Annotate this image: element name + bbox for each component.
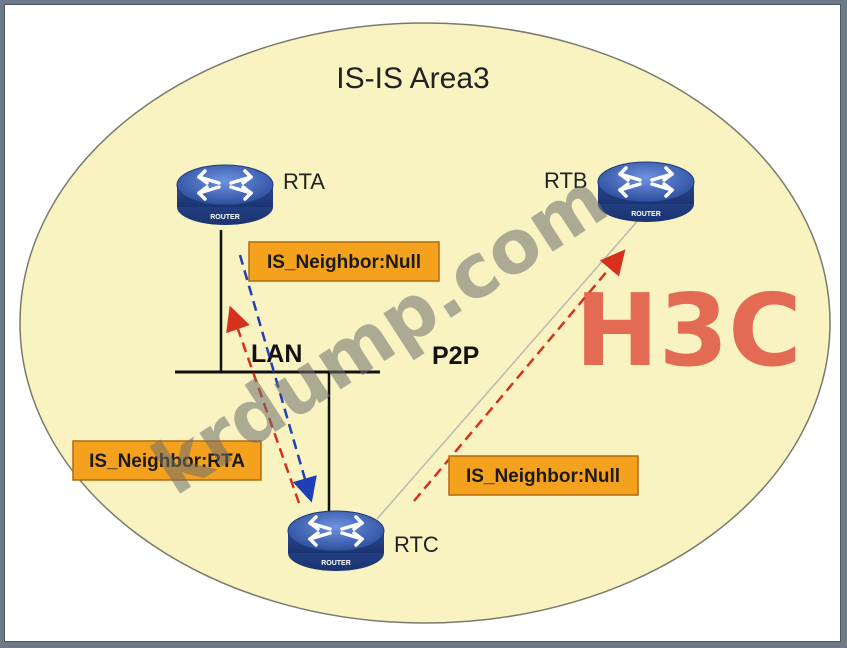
rta-to-rtc-hello-arrow <box>238 254 317 503</box>
rtb-label: RTB <box>544 168 588 193</box>
network-diagram: IS-IS Area3 LAN P2P ROUTER RTA ROUTER RT… <box>19 22 831 624</box>
rtb-router-caption: ROUTER <box>631 211 661 218</box>
rtc-router-caption: ROUTER <box>321 560 351 567</box>
diagram-frame: IS-IS Area3 LAN P2P ROUTER RTA ROUTER RT… <box>4 4 841 642</box>
h3c-watermark: H3C <box>575 272 802 389</box>
p2p-link <box>376 216 642 520</box>
rtc-neighbor-text: IS_Neighbor:RTA <box>89 451 245 472</box>
area-title: IS-IS Area3 <box>336 62 489 95</box>
rta-neighbor-text: IS_Neighbor:Null <box>267 252 421 273</box>
rta-label: RTA <box>283 169 325 194</box>
rtb-router-icon: ROUTER <box>596 160 696 224</box>
p2p-neighbor-text: IS_Neighbor:Null <box>466 466 620 487</box>
rtc-label: RTC <box>394 532 439 557</box>
rtc-neighbor-box: IS_Neighbor:RTA <box>72 440 262 481</box>
rtc-to-rta-hello-arrow <box>226 305 301 504</box>
rtc-router-icon: ROUTER <box>286 509 386 573</box>
p2p-label: P2P <box>432 342 479 370</box>
p2p-neighbor-box: IS_Neighbor:Null <box>448 455 639 496</box>
rta-router-icon: ROUTER <box>175 163 275 227</box>
rta-router-caption: ROUTER <box>210 214 240 221</box>
rtc-to-rtb-hello-arrow <box>413 249 626 502</box>
lan-label: LAN <box>251 340 302 368</box>
rta-neighbor-box: IS_Neighbor:Null <box>248 241 440 282</box>
